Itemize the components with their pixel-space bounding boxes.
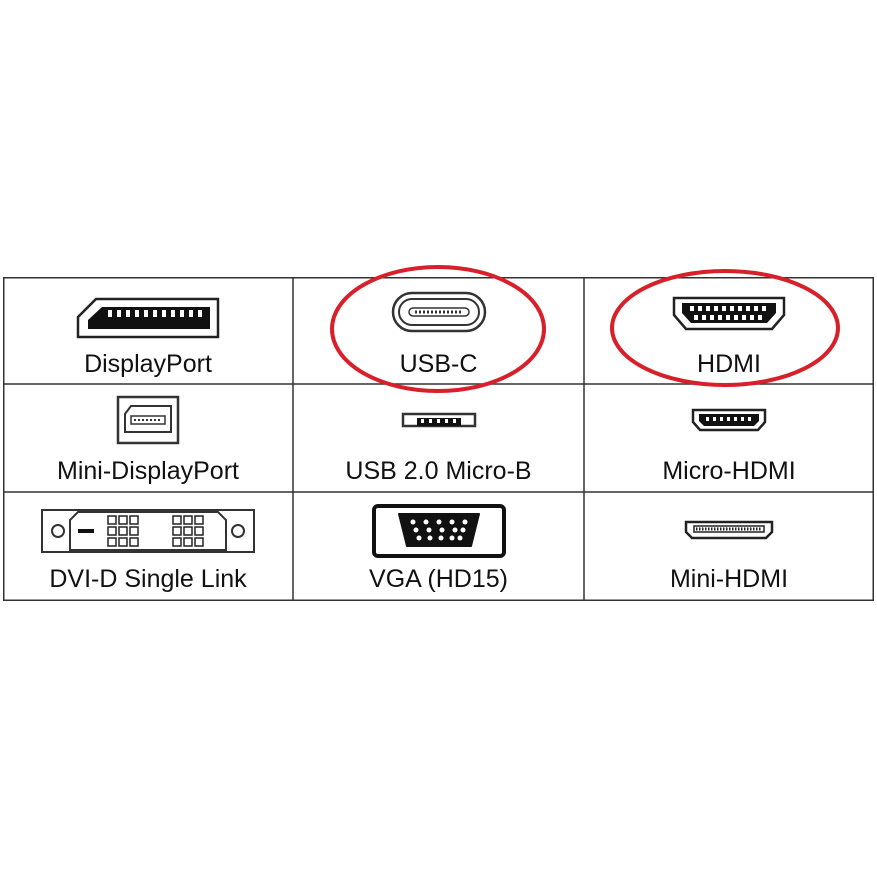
connector-label: DVI-D Single Link [49,565,247,593]
cell-mini-hdmi: Mini-HDMI [584,492,874,601]
cell-hdmi: HDMI [584,277,874,384]
displayport-icon [3,277,293,347]
cell-micro-hdmi: Micro-HDMI [584,384,874,492]
connector-label: Micro-HDMI [662,457,796,485]
cell-mini-displayport: Mini-DisplayPort [3,384,293,492]
connector-label: USB-C [399,350,478,378]
connector-grid: DisplayPort USB-C [3,265,874,601]
connector-label: HDMI [697,350,761,378]
dvi-d-icon [3,492,293,562]
connector-label: VGA (HD15) [369,565,508,593]
cell-displayport: DisplayPort [3,277,293,384]
mini-hdmi-icon [584,492,874,562]
cell-usb-c: USB-C [293,277,584,384]
vga-icon [293,492,584,562]
cell-vga: VGA (HD15) [293,492,584,601]
usb-c-icon [293,277,584,347]
micro-hdmi-icon [584,384,874,454]
connector-label: DisplayPort [84,350,212,378]
hdmi-icon [584,277,874,347]
cell-dvi-d: DVI-D Single Link [3,492,293,601]
connector-label: USB 2.0 Micro-B [345,457,532,485]
usb-micro-b-icon [293,384,584,454]
connector-label: Mini-DisplayPort [57,457,239,485]
cell-usb-micro-b: USB 2.0 Micro-B [293,384,584,492]
mini-displayport-icon [3,384,293,454]
connector-label: Mini-HDMI [669,565,789,593]
